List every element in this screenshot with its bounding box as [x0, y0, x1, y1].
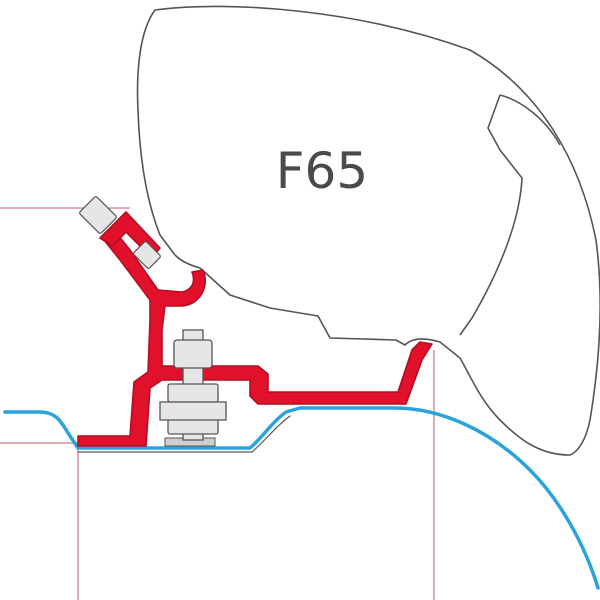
clip-bolt-head — [79, 196, 117, 234]
awning-panel-top-edge — [499, 94, 561, 146]
clip-bolt-nut — [133, 241, 161, 269]
bolt-clamp-body — [159, 401, 227, 421]
model-label: F65 — [276, 142, 368, 200]
awning-cassette-body — [136, 5, 600, 456]
awning-cassette: F65 — [136, 5, 600, 456]
vehicle-roof — [3, 406, 600, 590]
bracket-main-profile — [77, 229, 433, 447]
bolt-washer — [167, 383, 219, 403]
roof-profile-line — [3, 406, 600, 590]
bolt-nut-top — [173, 339, 213, 369]
bolt-assembly — [159, 329, 227, 441]
awning-front-panel — [459, 94, 523, 336]
clip-bolt — [79, 196, 161, 269]
roof-inner-line — [77, 415, 291, 453]
